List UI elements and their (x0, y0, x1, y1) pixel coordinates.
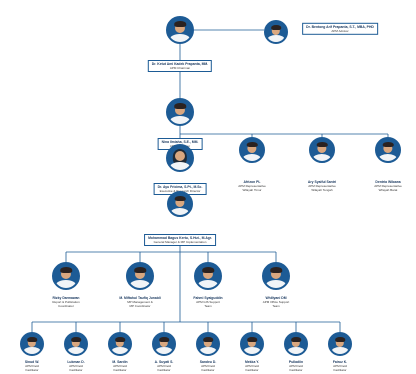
person-role: APM Chairman (169, 66, 191, 71)
person-role: APM Field Facilitator (289, 364, 303, 373)
person-name: M. Miftahul Taufiq Junaidi (119, 296, 161, 300)
avatar-f7 (284, 332, 308, 356)
person-name: Ary Syaiful Santri (307, 180, 337, 184)
person-name: Nina Ilmiaha, S.E., MM. (161, 140, 199, 144)
person-name: Fahmi Syaiguddin (193, 296, 223, 300)
person-name: Whiliyani DM (265, 296, 287, 300)
person-role: APM Field Facilitator (113, 364, 127, 373)
person-name: Dr. Ayu Fricima, S.Pt., M.Sc. (157, 185, 203, 189)
person-name: Rizky Darmawan (52, 296, 80, 300)
person-name: Afrizon PL (243, 180, 261, 184)
node-label-f2: Lukman D.APM Field Facilitator (67, 360, 85, 373)
avatar-f3 (108, 332, 132, 356)
person-role: APM Representative Wilayah Timur (238, 184, 266, 193)
person-name: Mekka Y. (244, 360, 260, 364)
person-role: APM Field Facilitator (245, 364, 259, 373)
person-name: M. Sardin (112, 360, 128, 364)
avatar-treasurer (166, 98, 194, 126)
person-role: General Manager & MP Implementation (153, 240, 207, 245)
avatar-sup4 (262, 262, 290, 290)
avatar-exec_director (166, 144, 194, 172)
person-role: APM Field Facilitator (333, 364, 347, 373)
avatar-sup2 (126, 262, 154, 290)
avatar-f6 (240, 332, 264, 356)
person-role: APM Representative Wilayah Tengah (308, 184, 336, 193)
avatar-chairman (166, 16, 194, 44)
node-label-chairman: Dr. Ketut Ami Kadek Prapanta, MM.APM Cha… (147, 60, 213, 73)
node-label-f5: Sandeu D.APM Field Facilitator (199, 360, 217, 373)
avatar-advisor (264, 20, 288, 44)
avatar-rep_barat (375, 137, 401, 163)
node-label-f1: Sinud W.APM Field Facilitator (24, 360, 40, 373)
avatar-f5 (196, 332, 220, 356)
person-name: Sandeu D. (199, 360, 217, 364)
person-name: Fairuz K. (332, 360, 348, 364)
avatar-gm (167, 191, 193, 217)
person-role: APM Field Facilitator (25, 364, 39, 373)
person-role: MP Management & MP Coordinator (127, 300, 153, 309)
node-label-gm: Mohammad Bagus Kertu, S.Hut., M.Agr.Gene… (144, 234, 216, 247)
person-name: Dr. Bentong Arif Prapanta, S.T., MBA, PH… (306, 24, 374, 29)
person-name: A. Suyati S. (154, 360, 174, 364)
person-name: Mohammad Bagus Kertu, S.Hut., M.Agr. (148, 236, 212, 240)
person-name: Sinud W. (24, 360, 40, 364)
avatar-f4 (152, 332, 176, 356)
avatar-sup1 (52, 262, 80, 290)
avatar-f8 (328, 332, 352, 356)
person-name: Dr. Ketut Ami Kadek Prapanta, MM. (151, 62, 209, 66)
avatar-sup3 (194, 262, 222, 290)
person-name: Dentria Wibawa (375, 180, 401, 184)
node-label-f6: Mekka Y.APM Field Facilitator (244, 360, 260, 373)
person-role: APM Representative Wilayah Barat (374, 184, 402, 193)
person-name: Lukman D. (67, 360, 85, 364)
person-role: APM Field Facilitator (69, 364, 83, 373)
person-role: APM Field Facilitator (157, 364, 171, 373)
node-label-f8: Fairuz K.APM Field Facilitator (332, 360, 348, 373)
person-role: APM Field Facilitator (201, 364, 215, 373)
node-label-f4: A. Suyati S.APM Field Facilitator (154, 360, 174, 373)
person-role: APM Advisor (331, 29, 349, 34)
person-role: APM GIS Support Team (196, 300, 220, 309)
person-role: APM Office Support Team (262, 300, 290, 309)
avatar-f2 (64, 332, 88, 356)
person-role: Report & Publication Coordinator (52, 300, 80, 309)
person-name: Pulladiin (288, 360, 304, 364)
avatar-rep_timur (239, 137, 265, 163)
avatar-f1 (20, 332, 44, 356)
avatar-rep_sumut (309, 137, 335, 163)
node-label-advisor: Dr. Bentong Arif Prapanta, S.T., MBA, PH… (302, 22, 378, 36)
